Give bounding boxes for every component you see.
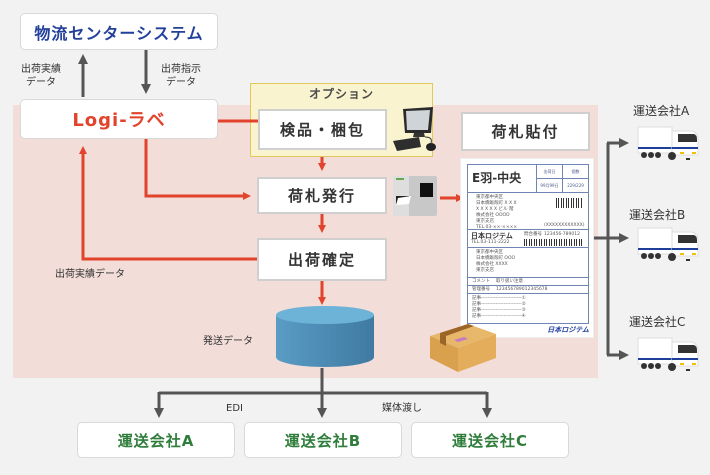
shipper-line: 東京支店: [476, 268, 494, 273]
shipping-database-icon: [275, 305, 375, 369]
sender-tel: TEL.03-111-2222: [471, 240, 510, 245]
inspect-pack-step: 検品・梱包: [258, 109, 387, 150]
actual-data-up-label: 出荷実績 データ: [20, 63, 62, 89]
label-count-header: 個数: [563, 165, 588, 179]
sender-company: 日本ロジテム: [471, 232, 513, 240]
instruction-data-line1: 出荷指示: [161, 64, 201, 75]
label-destination: E羽-中央: [472, 171, 522, 185]
label-ship-date-header: 出荷日: [537, 165, 562, 179]
right-carrier-b-label: 運送会社B: [629, 208, 686, 222]
tracking-label: 問合番号: [524, 232, 542, 237]
tracking-number: 123456-789012: [544, 232, 580, 237]
shipment-confirm-label: 出荷確定: [287, 251, 356, 269]
bottom-carrier-b: 運送会社B: [244, 422, 402, 458]
label-attach-label: 荷札貼付: [491, 123, 560, 141]
inspect-pack-label: 検品・梱包: [279, 121, 365, 139]
recipient-line: X X X X X ビル 階: [476, 207, 514, 212]
logi-label-title: Logi-ラベ: [72, 110, 166, 131]
recipient-code: (XXXXXXXXXXXX): [544, 223, 585, 228]
instruction-data-line2: データ: [166, 77, 196, 88]
label-issue-step: 荷札発行: [257, 177, 387, 214]
truck-icon: [636, 226, 702, 268]
shipper-address: 東京都中央区 日本橋蛎殻町 OOO 株式会社 XXXX 東京支店: [476, 250, 515, 274]
barcode: [556, 198, 582, 208]
shipper-line: 株式会社 XXXX: [476, 262, 508, 267]
label-count: 229/229: [563, 179, 588, 193]
actual-data-return-label: 出荷実績データ: [55, 269, 125, 280]
instruction-data-label: 出荷指示 データ: [157, 63, 205, 89]
label-attach-step: 荷札貼付: [461, 112, 590, 151]
truck-icon: [636, 125, 702, 167]
note-line: 記事-------------------------②: [472, 302, 526, 307]
shipment-confirm-step: 出荷確定: [257, 238, 387, 281]
comment-value: 取り扱い注意: [496, 279, 523, 284]
mgmt-label: 管理番号: [472, 287, 490, 292]
recipient-line: 東京支店: [476, 219, 494, 224]
truck-icon: [636, 336, 702, 378]
label-logo: 日本ロジテム: [547, 326, 589, 334]
bottom-carrier-a-label: 運送会社A: [117, 431, 195, 450]
recipient-line: 株式会社 OOOO: [476, 213, 510, 218]
option-title: オプション: [308, 87, 374, 101]
computer-icon: [391, 107, 441, 153]
label-printer-icon: [391, 174, 439, 218]
actual-data-line2: データ: [26, 77, 56, 88]
bottom-carrier-b-label: 運送会社B: [284, 431, 362, 450]
bottom-carrier-c: 運送会社C: [411, 422, 569, 458]
edi-label: EDI: [226, 403, 243, 414]
label-ship-date: 99月99日: [537, 179, 562, 193]
cardboard-box-icon: [428, 318, 498, 374]
mgmt-value: 123456789012345678: [496, 287, 548, 292]
media-label: 媒体渡し: [382, 403, 422, 414]
recipient-address: 東京都中央区 日本橋蛎殻町 X X X X X X X X ビル 階 株式会社 …: [476, 195, 517, 231]
shipper-line: 日本橋蛎殻町 OOO: [476, 256, 516, 261]
shipping-label-image: E羽-中央 出荷日 99月99日 個数 229/229 東京都中央区 日本橋蛎殻…: [460, 158, 594, 338]
logistics-center-system-box: 物流センターシステム: [20, 13, 218, 50]
bottom-carrier-c-label: 運送会社C: [451, 431, 528, 450]
right-carrier-c-label: 運送会社C: [629, 315, 686, 329]
label-issue-label: 荷札発行: [287, 187, 356, 205]
note-line: 記事-------------------------③: [472, 308, 526, 313]
logistics-center-system-label: 物流センターシステム: [34, 23, 204, 43]
barcode: [524, 239, 584, 246]
shipper-line: 東京都中央区: [476, 250, 503, 255]
notes: 記事-------------------------① 記事---------…: [472, 296, 526, 320]
shipping-data-label: 発送データ: [203, 336, 253, 347]
recipient-line: 東京都中央区: [476, 195, 503, 200]
comment-label: コメント: [472, 279, 490, 284]
logi-label-box: Logi-ラベ: [20, 99, 218, 139]
bottom-carrier-a: 運送会社A: [77, 422, 235, 458]
actual-data-line1: 出荷実績: [21, 64, 61, 75]
recipient-line: 日本橋蛎殻町 X X X: [476, 201, 517, 206]
note-line: 記事-------------------------④: [472, 314, 526, 319]
recipient-line: TEL.03-××-××××: [476, 225, 518, 230]
note-line: 記事-------------------------①: [472, 296, 526, 301]
right-carrier-a-label: 運送会社A: [633, 104, 690, 118]
